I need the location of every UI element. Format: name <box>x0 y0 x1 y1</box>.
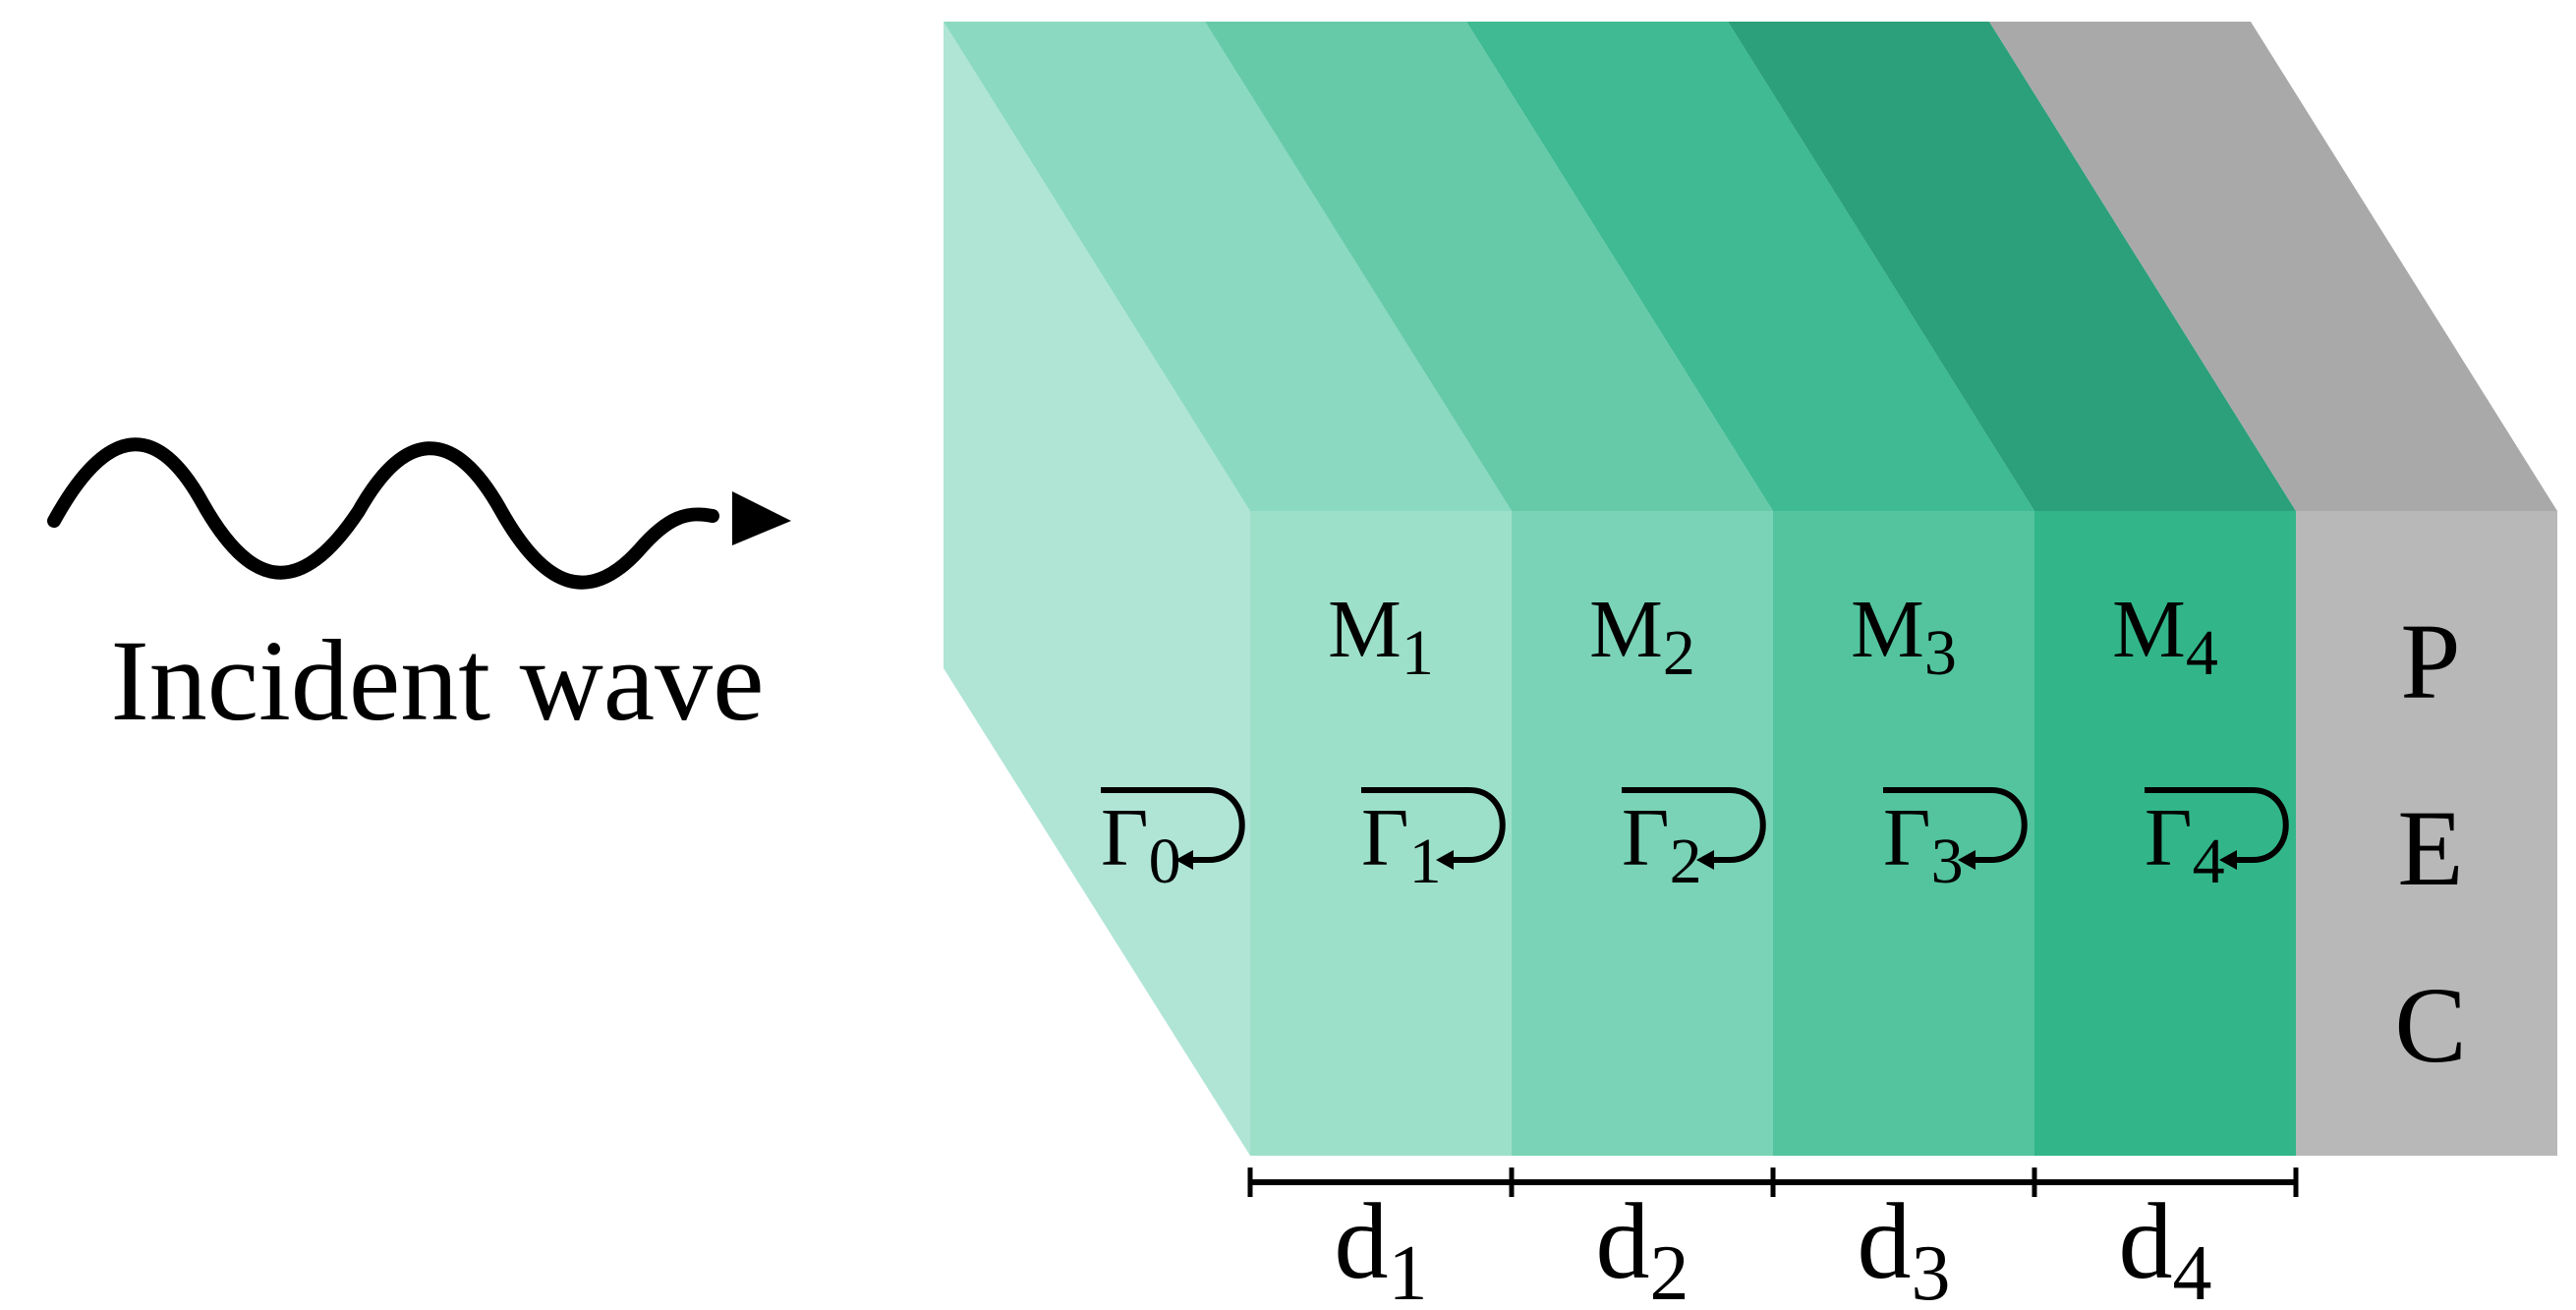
gamma-3-overline-arrow <box>1883 787 2028 863</box>
gamma-4-arrowhead <box>2219 850 2237 870</box>
svg-text:Γ3: Γ3 <box>1883 792 1964 897</box>
svg-text:Γ4: Γ4 <box>2145 792 2225 897</box>
gamma-0: Γ0 <box>1101 787 1245 897</box>
front-face-m4 <box>2034 511 2296 1156</box>
svg-text:Γ2: Γ2 <box>1622 792 1702 897</box>
gamma-2-overline-arrow <box>1622 787 1766 863</box>
pec-letter-c: C <box>2394 965 2466 1085</box>
top-face-2 <box>1466 22 2034 511</box>
gamma-2-arrowhead <box>1696 850 1714 870</box>
top-face-pec <box>1989 22 2557 511</box>
wave-line <box>47 437 719 590</box>
gamma-3-arrowhead <box>1958 850 1975 870</box>
gamma-4-symbol: Γ <box>2145 792 2193 883</box>
gamma-0-arrowhead <box>1175 850 1193 870</box>
thickness-label-d1: d1 <box>1335 1181 1428 1310</box>
gamma-1-symbol: Γ <box>1361 792 1409 883</box>
gamma-1: Γ1 <box>1361 787 1506 897</box>
thickness-scale: d1 d2 d3 d4 <box>1247 1168 2299 1310</box>
svg-text:Γ0: Γ0 <box>1101 792 1181 897</box>
gamma-0-overline-arrow <box>1101 787 1245 863</box>
slab-side-face <box>944 22 1250 1156</box>
thickness-label-d3: d3 <box>1858 1181 1951 1310</box>
thickness-label-d4: d4 <box>2119 1181 2212 1310</box>
layer-label-m3: M3 <box>1851 584 1957 689</box>
svg-text:Γ1: Γ1 <box>1361 792 1442 897</box>
gamma-3: Γ3 <box>1883 787 2028 897</box>
top-face-1 <box>1205 22 1773 511</box>
front-face-m3 <box>1773 511 2034 1156</box>
wave-arrowhead <box>732 491 791 545</box>
front-face-m2 <box>1512 511 1773 1156</box>
gamma-4-sub: 4 <box>2193 826 2225 897</box>
gamma-3-sub: 3 <box>1931 826 1964 897</box>
incident-wave: Incident wave <box>47 437 791 745</box>
reflection-coefficients: Γ0 Γ1 Γ2 Γ3 <box>1101 787 2289 897</box>
top-face-0 <box>944 22 1512 511</box>
gamma-2: Γ2 <box>1622 787 1766 897</box>
thickness-label-d2: d2 <box>1596 1181 1689 1310</box>
gamma-1-arrowhead <box>1436 850 1454 870</box>
top-face-3 <box>1728 22 2296 511</box>
gamma-0-sub: 0 <box>1149 826 1181 897</box>
front-face-m1 <box>1250 511 1512 1156</box>
gamma-3-symbol: Γ <box>1883 792 1931 883</box>
layer-label-m2: M2 <box>1589 584 1695 689</box>
layer-label-m4: M4 <box>2112 584 2218 689</box>
gamma-0-symbol: Γ <box>1101 792 1149 883</box>
gamma-4: Γ4 <box>2145 787 2289 897</box>
incident-wave-label: Incident wave <box>110 616 764 745</box>
slab <box>944 22 2557 1156</box>
pec-letter-p: P <box>2400 601 2460 721</box>
gamma-2-sub: 2 <box>1670 826 1702 897</box>
pec-letter-e: E <box>2397 788 2463 908</box>
pec-label: P E C <box>2394 601 2466 1085</box>
front-face-pec <box>2296 511 2557 1156</box>
gamma-1-sub: 1 <box>1409 826 1442 897</box>
layer-labels: M1 M2 M3 M4 <box>1328 584 2218 689</box>
gamma-4-overline-arrow <box>2145 787 2289 863</box>
layer-label-m1: M1 <box>1328 584 1434 689</box>
gamma-1-overline-arrow <box>1361 787 1506 863</box>
gamma-2-symbol: Γ <box>1622 792 1670 883</box>
